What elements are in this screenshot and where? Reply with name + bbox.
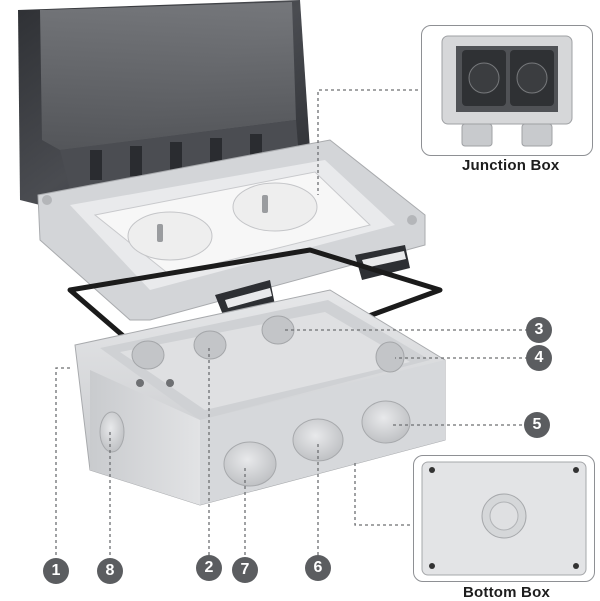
callout-8: 8 [97,558,123,584]
junction-box-inset [421,25,593,156]
callout-7: 7 [232,557,258,583]
bottom-box-photo [421,461,587,576]
callout-3: 3 [526,317,552,343]
callout-4: 4 [526,345,552,371]
callout-1: 1 [43,558,69,584]
junction-box-photo [441,35,573,147]
callout-2: 2 [196,555,222,581]
callout-5: 5 [524,412,550,438]
junction-box-label: Junction Box [462,157,560,174]
bottom-box [74,289,446,506]
callout-6: 6 [305,555,331,581]
bottom-box-inset [413,455,595,582]
bottom-box-label: Bottom Box [463,584,550,601]
